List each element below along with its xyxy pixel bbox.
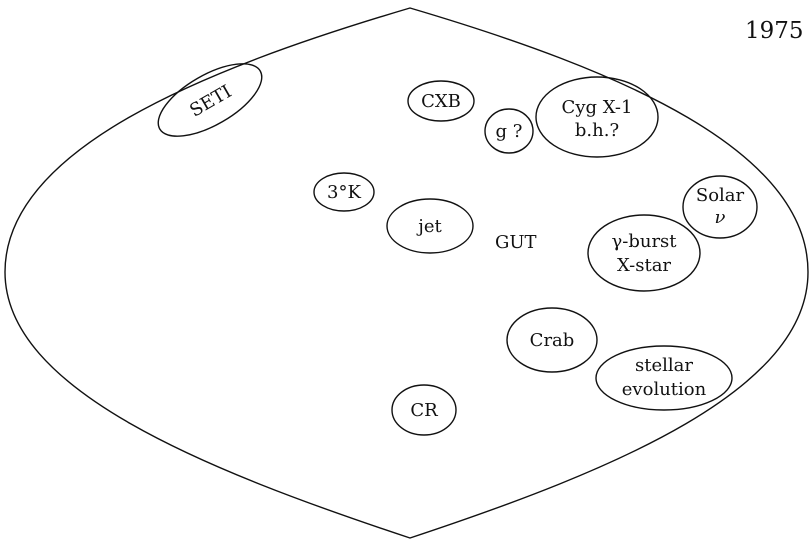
item-3k: 3°K xyxy=(313,172,375,212)
item-jet-line-1: jet xyxy=(416,216,442,237)
item-cxb-line-1: CXB xyxy=(421,91,461,112)
item-cxb-ellipse xyxy=(407,80,475,122)
item-cr-line-1: CR xyxy=(410,400,438,421)
sky-boundary xyxy=(4,7,809,539)
item-cyg-x1-line-1: Cyg X-1 xyxy=(562,97,633,118)
item-seti-ellipse xyxy=(157,63,263,137)
item-seti: SETI xyxy=(157,63,263,137)
item-crab-ellipse xyxy=(506,307,598,373)
item-stellar-evolution-line-2: evolution xyxy=(622,379,707,400)
item-stellar-evolution: stellar evolution xyxy=(595,345,733,411)
item-g-line-1: g ? xyxy=(496,121,523,142)
item-jet-ellipse xyxy=(386,198,474,254)
item-gamma-burst-line-1: γ-burst xyxy=(611,231,677,252)
item-3k-ellipse xyxy=(313,172,375,212)
item-g: g ? xyxy=(484,108,534,154)
item-gamma-burst: γ-burst X-star xyxy=(587,214,701,292)
item-crab: Crab xyxy=(506,307,598,373)
item-seti-line-1: SETI xyxy=(186,81,235,121)
item-3k-line-1: 3°K xyxy=(327,182,361,203)
gut-label: GUT xyxy=(495,232,537,253)
year-label: 1975 xyxy=(745,18,804,44)
item-cyg-x1: Cyg X-1 b.h.? xyxy=(535,76,659,158)
item-cyg-x1-ellipse xyxy=(535,76,659,158)
item-solar-nu-ellipse xyxy=(682,175,758,239)
item-stellar-evolution-ellipse xyxy=(595,345,733,411)
item-cxb: CXB xyxy=(407,80,475,122)
item-jet: jet xyxy=(386,198,474,254)
item-g-ellipse xyxy=(484,108,534,154)
item-cyg-x1-line-2: b.h.? xyxy=(575,120,619,141)
item-cr: CR xyxy=(391,384,457,436)
item-cr-ellipse xyxy=(391,384,457,436)
item-gamma-burst-ellipse xyxy=(587,214,701,292)
item-solar-nu: Solar ν xyxy=(682,175,758,239)
item-stellar-evolution-line-1: stellar xyxy=(635,355,693,376)
item-solar-nu-line-2: ν xyxy=(715,207,726,228)
item-solar-nu-line-1: Solar xyxy=(696,185,745,206)
item-crab-line-1: Crab xyxy=(530,330,575,351)
item-gamma-burst-line-2: X-star xyxy=(617,255,671,276)
